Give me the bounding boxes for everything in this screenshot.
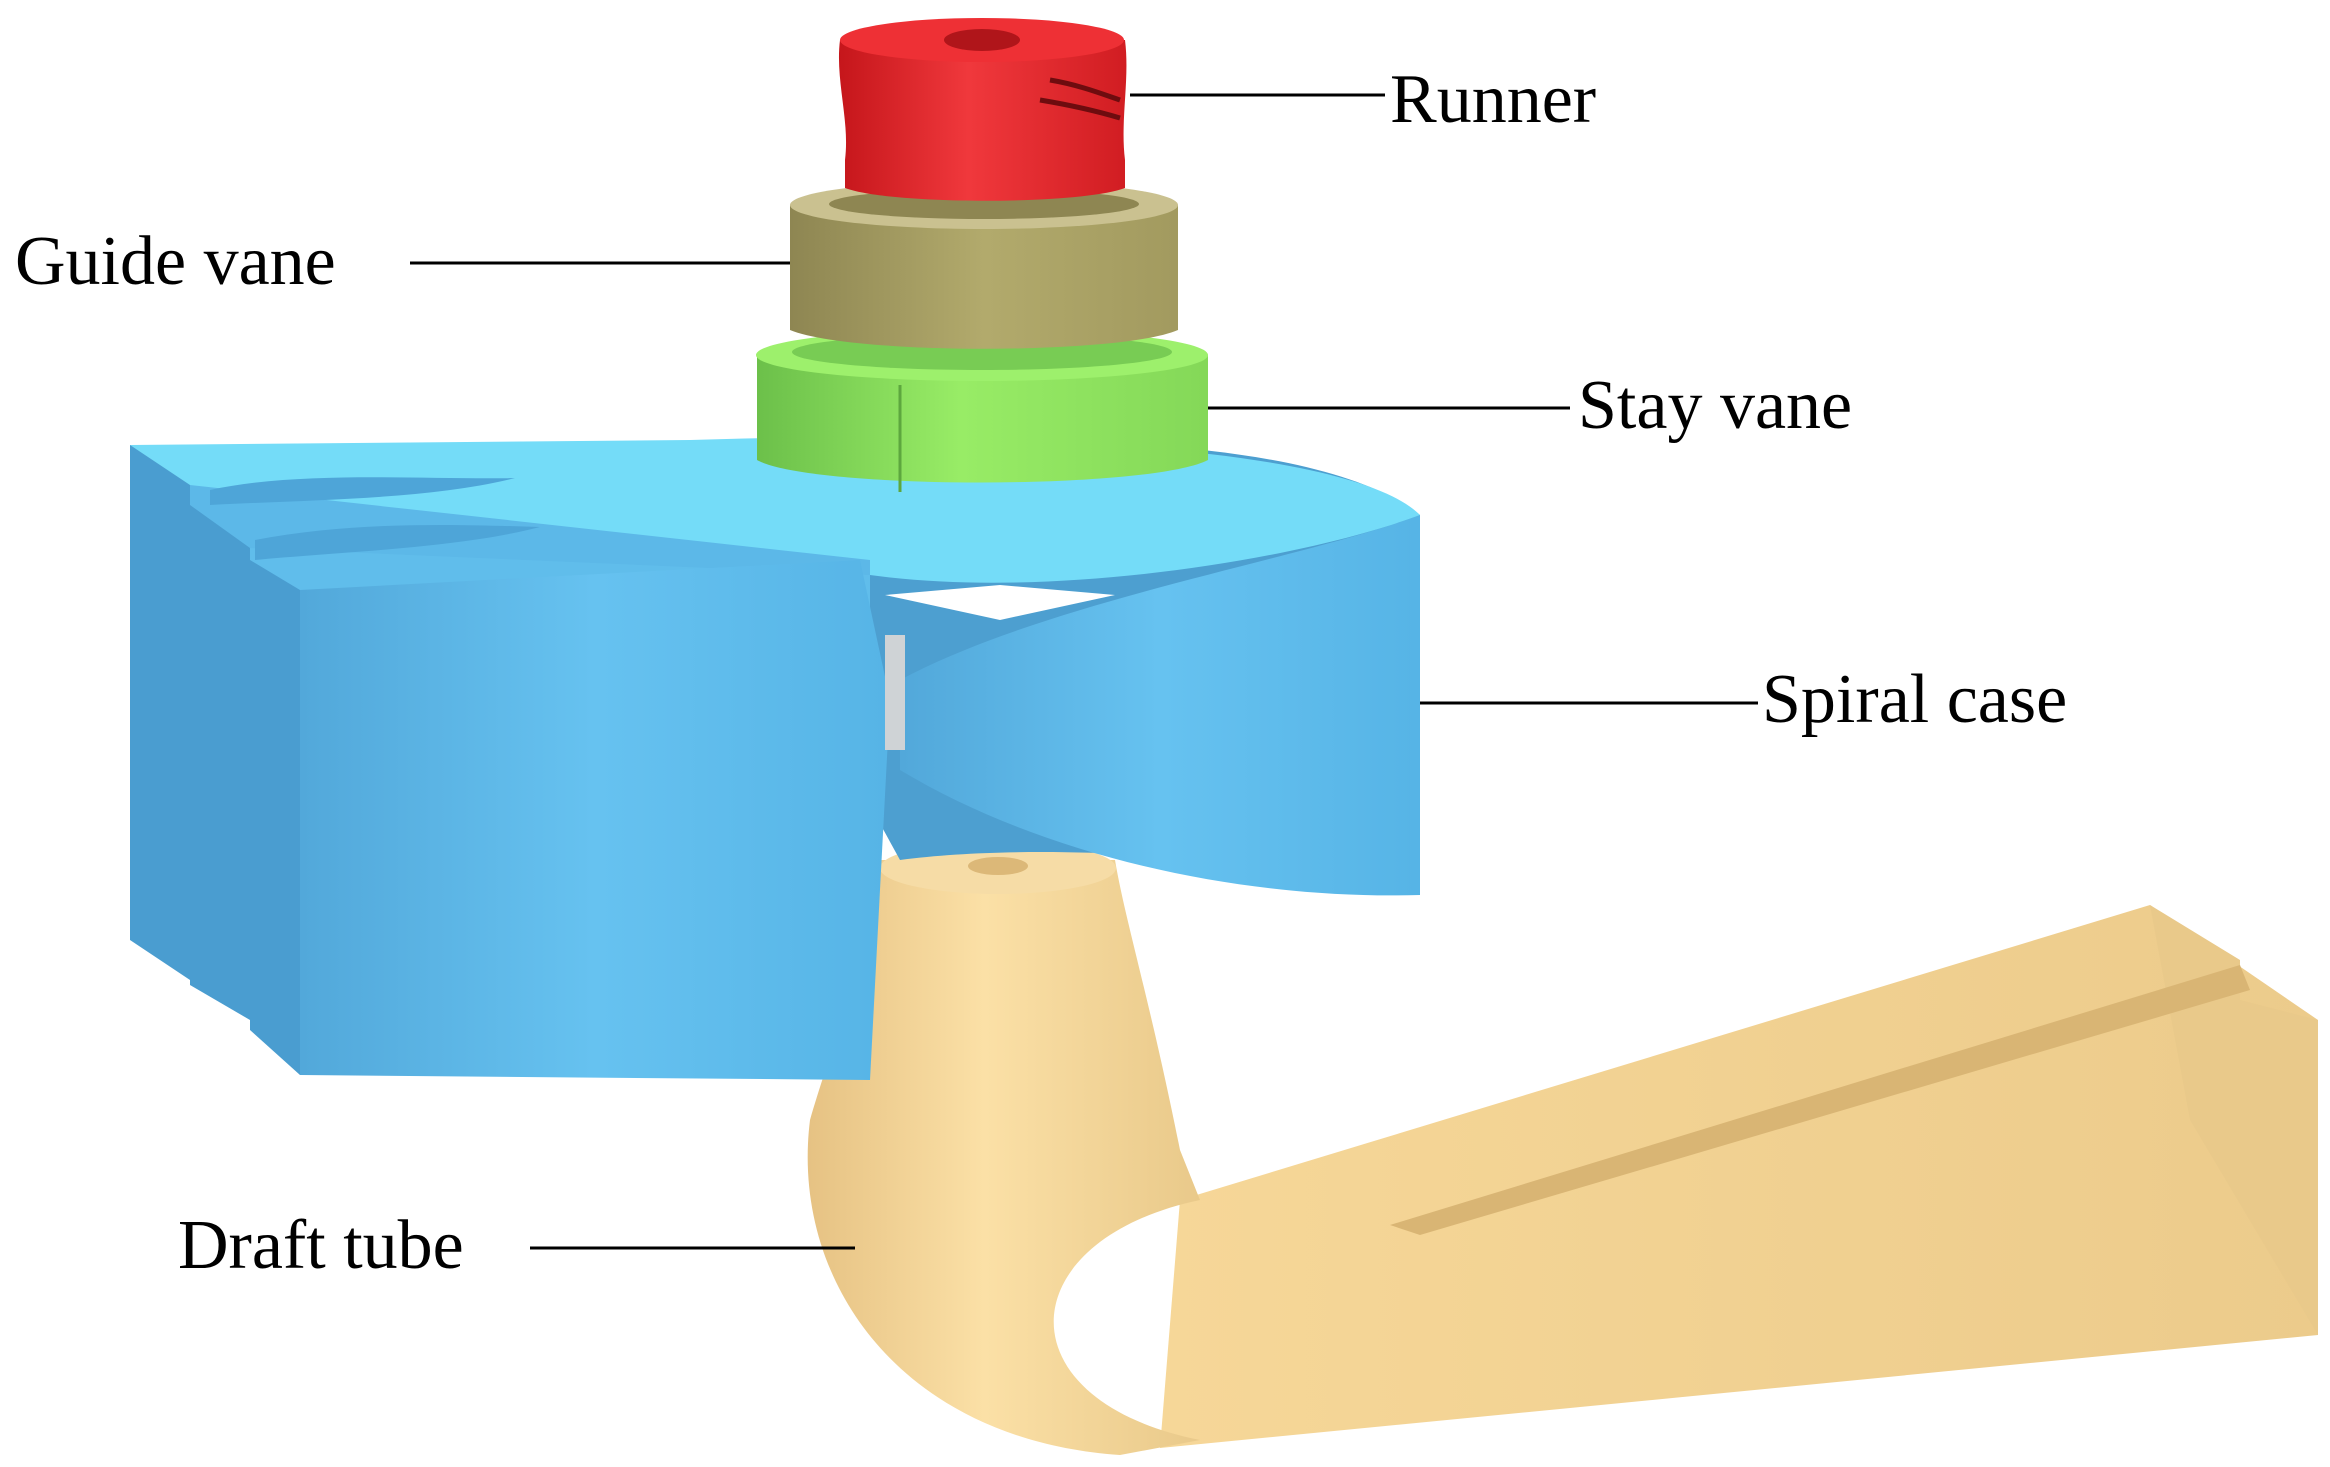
runner-label: Runner xyxy=(1390,61,1596,138)
spiral-case-shape xyxy=(130,437,1420,1080)
guide-vane-label: Guide vane xyxy=(15,223,336,300)
runner-shape xyxy=(838,18,1127,201)
draft-tube-shape xyxy=(807,842,2318,1455)
stay-vane-shape xyxy=(756,329,1208,492)
spiral-case-label: Spiral case xyxy=(1762,661,2067,738)
stay-vane-label: Stay vane xyxy=(1578,367,1852,444)
guide-vane-shape xyxy=(790,181,1178,349)
draft-tube-label: Draft tube xyxy=(178,1207,464,1284)
